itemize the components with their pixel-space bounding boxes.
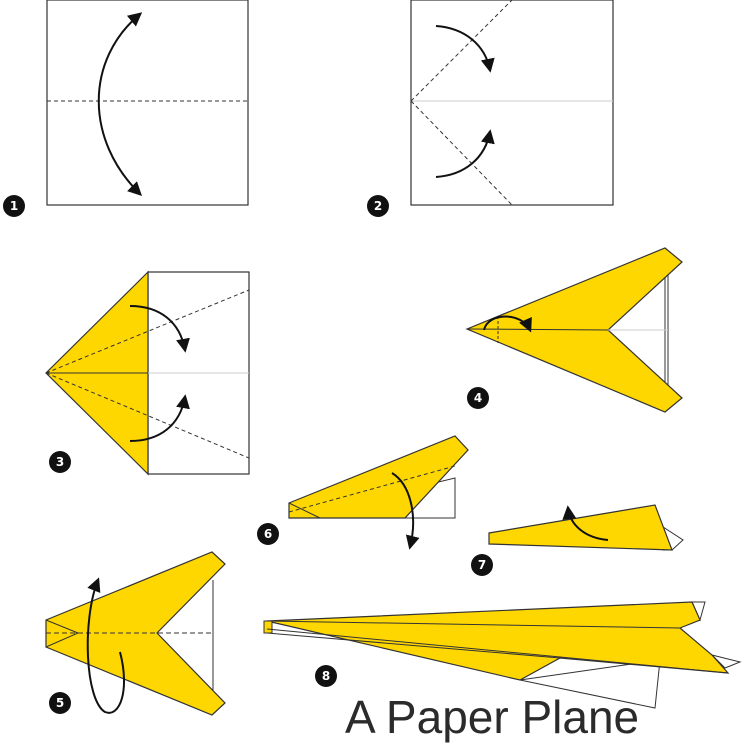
fold-arrow (97, 12, 143, 196)
step-7-diagram (488, 504, 684, 551)
center-line (466, 328, 609, 331)
valley-fold-line-top (45, 289, 250, 374)
svg-text:3: 3 (56, 455, 64, 469)
fold-line-2 (266, 628, 729, 674)
fold-under-arrow (86, 577, 126, 714)
fold-arrow (391, 472, 420, 550)
step-number-1: 1 (3, 195, 25, 217)
paper-square (410, 0, 614, 206)
fold-arrow-top (129, 305, 190, 353)
fold-line-1 (266, 620, 681, 629)
step-2-diagram (410, 0, 614, 206)
bottom-fold-edge (45, 632, 79, 648)
wing-underside (519, 659, 661, 709)
valley-fold-line-bottom (45, 372, 250, 459)
step-number-3: 3 (49, 451, 71, 473)
folded-shape (288, 435, 469, 519)
step-8-diagram (263, 601, 742, 709)
inner-fold (288, 502, 321, 519)
valley-fold-line (288, 465, 456, 513)
paper-square (46, 0, 249, 206)
paper-outline (664, 267, 669, 391)
svg-text:4: 4 (474, 391, 482, 405)
plane-nose (263, 620, 273, 634)
step-4-diagram (465, 247, 683, 413)
svg-text:6: 6 (264, 527, 272, 541)
plane-body (266, 601, 730, 681)
step-number-4: 4 (467, 387, 489, 409)
step-number-2: 2 (367, 195, 389, 217)
svg-text:8: 8 (322, 669, 330, 683)
step-number-7: 7 (471, 554, 493, 576)
fold-arrow-top (435, 25, 495, 73)
top-fold-edge (45, 619, 79, 634)
step-6-diagram (288, 435, 469, 550)
step-number-8: 8 (315, 665, 337, 687)
svg-text:7: 7 (478, 558, 486, 572)
diagram-title: A Paper Plane (345, 691, 640, 743)
fold-arrow-bottom (435, 129, 495, 178)
fold-arrow-bottom (129, 394, 190, 442)
step-5-diagram (45, 551, 226, 716)
folded-shape (488, 504, 673, 551)
fold-line-3 (266, 632, 561, 659)
step-3-diagram (45, 270, 250, 476)
valley-fold-line-bottom (410, 100, 513, 206)
valley-fold-line-top (410, 0, 513, 102)
step-1-diagram (46, 0, 249, 206)
svg-text:2: 2 (374, 199, 382, 213)
step-number-5: 5 (49, 692, 71, 714)
svg-text:1: 1 (10, 199, 18, 213)
fold-arrow (562, 505, 609, 541)
step-number-6: 6 (257, 523, 279, 545)
svg-text:5: 5 (56, 696, 64, 710)
fold-arrow (483, 315, 532, 333)
